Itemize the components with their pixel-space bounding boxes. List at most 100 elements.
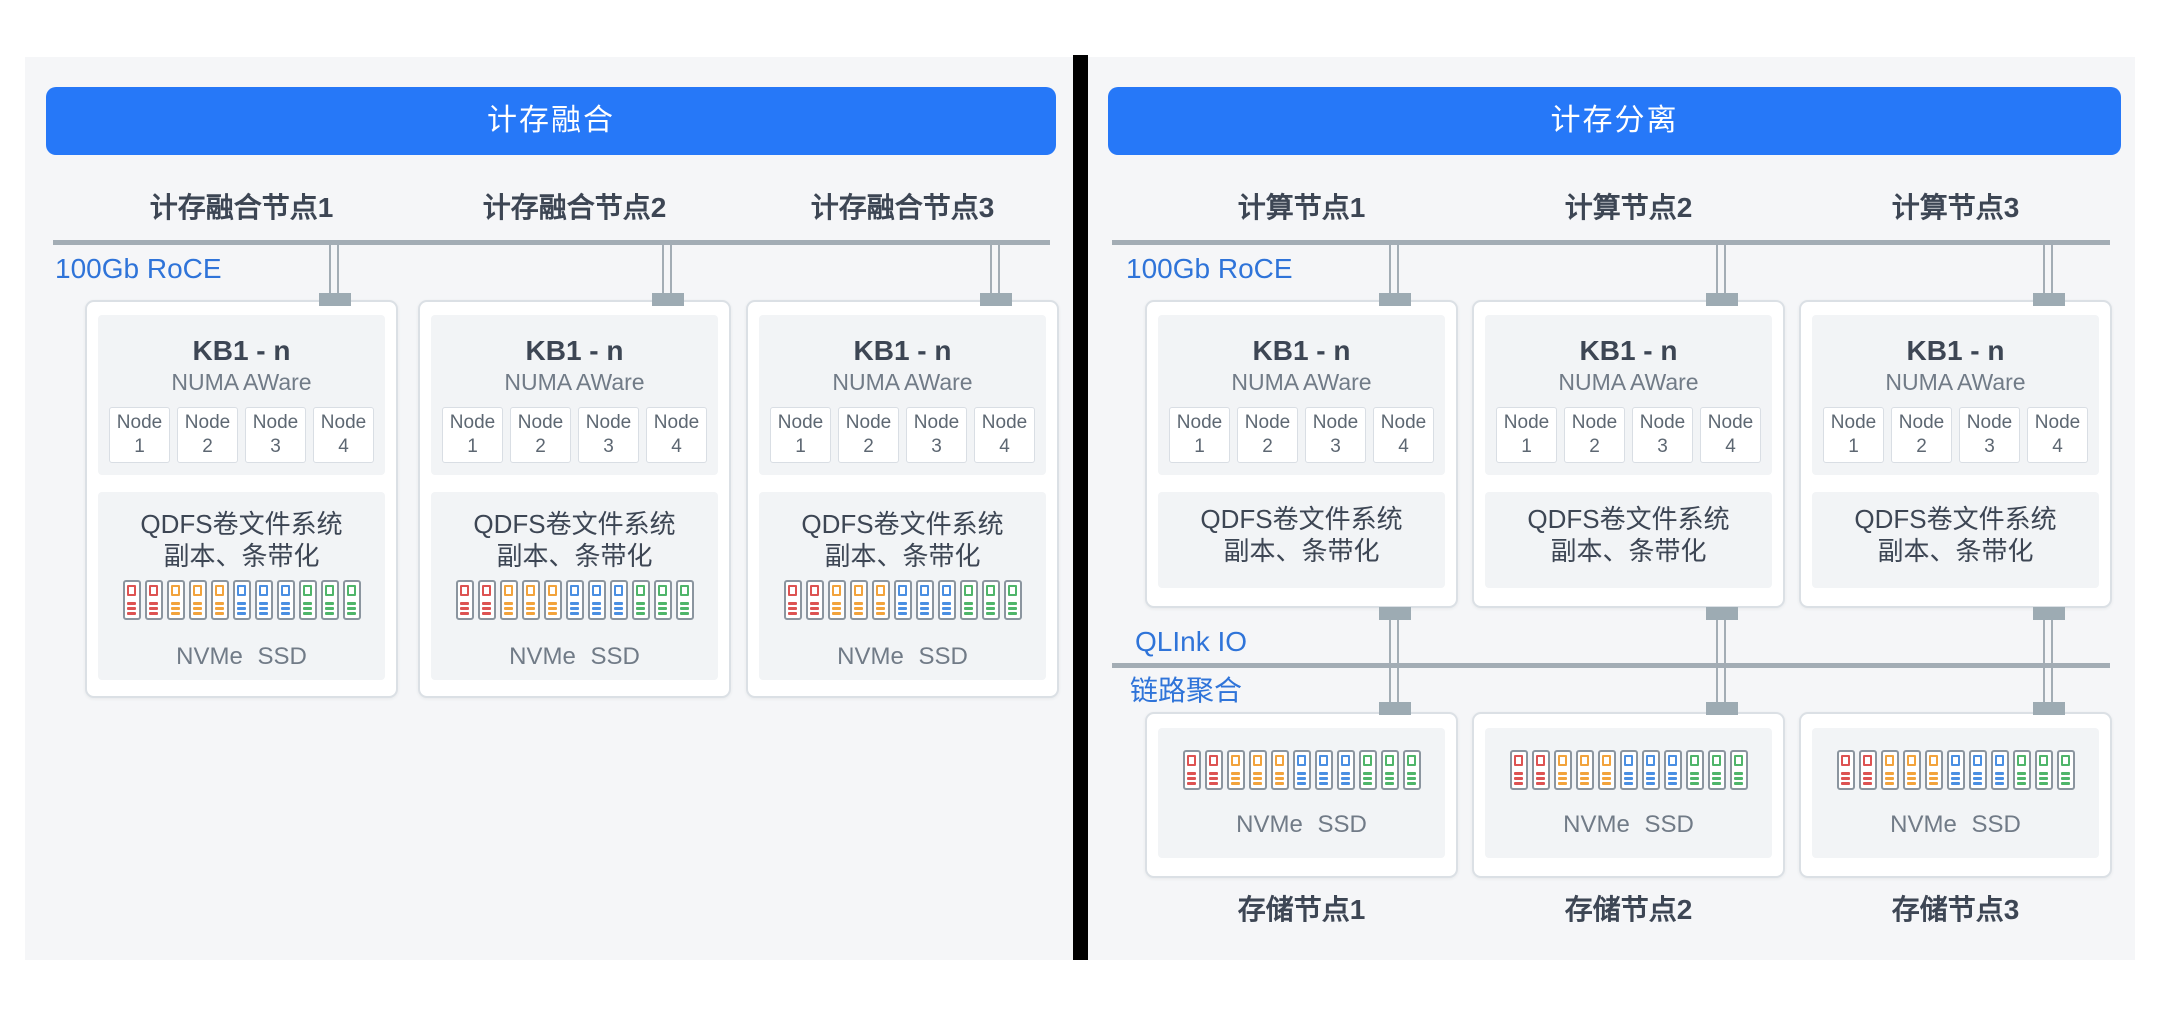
connector-line xyxy=(1389,612,1399,710)
connector-joint xyxy=(1706,293,1738,306)
ssd-icon xyxy=(1204,750,1223,790)
ssd-icon xyxy=(1314,750,1333,790)
fs-box xyxy=(1812,492,2099,588)
ssd-icon xyxy=(1707,750,1726,790)
ssd-icon xyxy=(455,580,474,620)
ssd-icon xyxy=(1270,750,1289,790)
ssd-icon xyxy=(1358,750,1377,790)
ssd-icon xyxy=(1182,750,1201,790)
ssd-icon xyxy=(144,580,163,620)
connector-line xyxy=(662,245,672,300)
ssd-icon xyxy=(254,580,273,620)
fusion-node-title-1: 计存融合节点1 xyxy=(149,192,334,223)
ssd-icon xyxy=(1924,750,1943,790)
aggregation-label: 链路聚合 xyxy=(1130,675,1243,706)
fs-line1: QDFS卷文件系统 xyxy=(801,509,1004,539)
connector-joint xyxy=(1379,293,1411,306)
ssd-icon xyxy=(166,580,185,620)
ssd-icon xyxy=(849,580,868,620)
connector-joint xyxy=(2033,293,2065,306)
ssd-icon xyxy=(1402,750,1421,790)
connector-line xyxy=(1716,245,1726,300)
storage-node-title-2: 存储节点2 xyxy=(1564,894,1693,925)
ssd-icon xyxy=(122,580,141,620)
fs-line2: 副本、条带化 xyxy=(1877,536,2034,566)
ssd-icon xyxy=(276,580,295,620)
ssd-icon xyxy=(2012,750,2031,790)
cpu-title: KB1 - n xyxy=(1579,335,1678,366)
ssd-icon xyxy=(805,580,824,620)
ssd-icon xyxy=(188,580,207,620)
ssd-icon xyxy=(1575,750,1594,790)
fs-line2: 副本、条带化 xyxy=(1550,536,1707,566)
ssd-icon xyxy=(1226,750,1245,790)
connector-joint xyxy=(980,293,1012,306)
ssd-icon xyxy=(783,580,802,620)
ssd-icon xyxy=(2056,750,2075,790)
ssd-icon xyxy=(1619,750,1638,790)
ssd-row xyxy=(1145,750,1458,790)
ssd-icon xyxy=(981,580,1000,620)
cpu-subtitle: NUMA AWare xyxy=(1885,369,2026,395)
ssd-icon xyxy=(2034,750,2053,790)
fusion-node-title-2: 计存融合节点2 xyxy=(482,192,667,223)
compute-node-title-2: 计算节点2 xyxy=(1564,192,1693,223)
ssd-icon xyxy=(320,580,339,620)
ssd-icon xyxy=(1990,750,2009,790)
ssd-row xyxy=(1799,750,2112,790)
connector-joint xyxy=(652,293,684,306)
ssd-icon xyxy=(1336,750,1355,790)
storage-node-title-3: 存储节点3 xyxy=(1891,894,2020,925)
ssd-icon xyxy=(653,580,672,620)
fusion-header: 计存融合 xyxy=(46,87,1056,155)
ssd-icon xyxy=(1663,750,1682,790)
ssd-icon xyxy=(1858,750,1877,790)
ssd-label: NVMe SSD xyxy=(1890,811,2021,838)
storage-ssd-box xyxy=(1485,728,1772,858)
fs-line2: 副本、条带化 xyxy=(824,541,981,571)
fs-line1: QDFS卷文件系统 xyxy=(1200,504,1403,534)
network-label-right: 100Gb RoCE xyxy=(1126,253,1293,284)
ssd-icon xyxy=(1380,750,1399,790)
ssd-icon xyxy=(1531,750,1550,790)
connector-joint xyxy=(1706,607,1738,620)
cpu-title: KB1 - n xyxy=(853,335,952,366)
ssd-icon xyxy=(1946,750,1965,790)
cpu-subtitle: NUMA AWare xyxy=(171,369,312,395)
separation-header: 计存分离 xyxy=(1108,87,2121,155)
ssd-icon xyxy=(232,580,251,620)
storage-node-title-1: 存储节点1 xyxy=(1237,894,1366,925)
ssd-icon xyxy=(298,580,317,620)
ssd-icon xyxy=(827,580,846,620)
ssd-icon xyxy=(499,580,518,620)
ssd-icon xyxy=(543,580,562,620)
ssd-icon xyxy=(893,580,912,620)
cpu-subtitle: NUMA AWare xyxy=(832,369,973,395)
compute-node-title-3: 计算节点3 xyxy=(1891,192,2020,223)
ssd-icon xyxy=(609,580,628,620)
ssd-icon xyxy=(1597,750,1616,790)
ssd-icon xyxy=(1729,750,1748,790)
ssd-icon xyxy=(915,580,934,620)
compute-node-title-1: 计算节点1 xyxy=(1237,192,1366,223)
ssd-icon xyxy=(1003,580,1022,620)
